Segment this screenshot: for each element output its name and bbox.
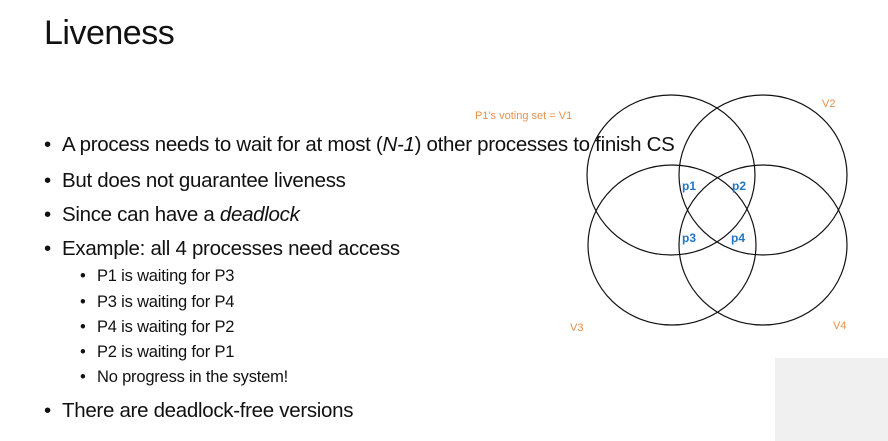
bullet-3: •Since can have a deadlock bbox=[44, 203, 300, 226]
set-label-v4: V4 bbox=[833, 320, 846, 332]
sub-bullet: •P4 is waiting for P2 bbox=[80, 318, 235, 336]
process-label-p1: p1 bbox=[682, 179, 696, 193]
sub-bullet: •No progress in the system! bbox=[80, 368, 289, 386]
sub-bullet: •P3 is waiting for P4 bbox=[80, 293, 235, 311]
circle-v1 bbox=[586, 94, 756, 256]
slide-title: Liveness bbox=[44, 14, 175, 52]
bullet-2: •But does not guarantee liveness bbox=[44, 169, 346, 192]
process-label-p4: p4 bbox=[731, 231, 745, 245]
gray-panel bbox=[775, 358, 888, 441]
bullet-4: •Example: all 4 processes need access bbox=[44, 237, 400, 260]
set-label-v3: V3 bbox=[570, 322, 583, 334]
circle-v3 bbox=[587, 164, 757, 326]
circle-v4 bbox=[678, 164, 848, 326]
circle-v2 bbox=[678, 94, 848, 256]
process-label-p3: p3 bbox=[682, 231, 696, 245]
caption-label: P1's voting set = V1 bbox=[475, 110, 572, 122]
process-label-p2: p2 bbox=[732, 179, 746, 193]
sub-bullet: •P1 is waiting for P3 bbox=[80, 267, 235, 285]
bullet-5: •There are deadlock-free versions bbox=[44, 399, 354, 422]
sub-bullet: •P2 is waiting for P1 bbox=[80, 343, 235, 361]
set-label-v2: V2 bbox=[822, 98, 835, 110]
bullet-1: •A process needs to wait for at most (N-… bbox=[44, 133, 675, 156]
